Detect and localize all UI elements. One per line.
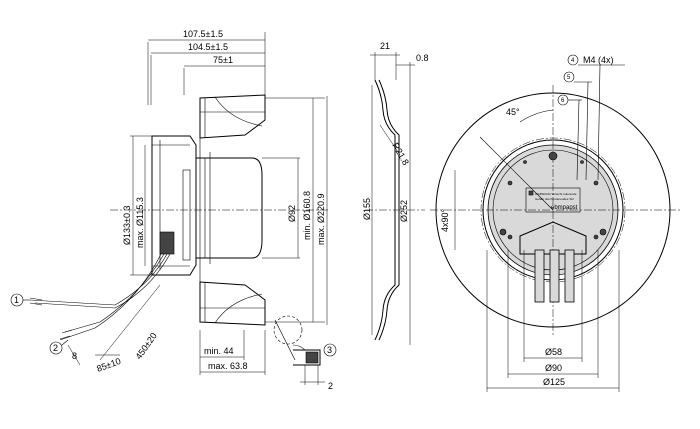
- dim-75: 75±1: [213, 55, 233, 65]
- dim-d90: Ø90: [545, 363, 562, 373]
- dim-2: 2: [328, 381, 333, 391]
- callout-4: [567, 54, 579, 66]
- dim-21: 21: [380, 41, 390, 51]
- brand-logo: ebmpapst: [551, 205, 578, 211]
- dim-d115: max. Ø115.3: [135, 197, 145, 248]
- callout-3: [323, 343, 337, 357]
- callout-1-label: 1: [14, 295, 19, 305]
- dim-107-5: 107.5±1.5: [183, 29, 223, 39]
- dim-45deg: 45°: [506, 107, 520, 117]
- label-warning-2: Gefahr durch rotierendes Teil: [535, 197, 574, 201]
- profile-view: 21 0.8 Ø155 Ø252 R21.8: [362, 41, 429, 345]
- dim-d133: Ø133±0.3: [122, 206, 132, 245]
- side-view: 107.5±1.5 104.5±1.5 75±1 Ø133±0.3 max.: [10, 29, 337, 391]
- dim-m4: M4 (4x): [583, 55, 614, 65]
- callout-2: [49, 341, 63, 355]
- dim-strip-8: 8: [72, 351, 77, 361]
- dim-max-63-8: max. 63.8: [208, 361, 248, 371]
- dim-d58: Ø58: [545, 347, 562, 357]
- callout-3-label: 3: [327, 345, 332, 355]
- label-plate: [525, 187, 581, 213]
- dim-r21-8: R21.8: [390, 141, 411, 167]
- callout-2-label: 2: [53, 343, 58, 353]
- dim-d92: Ø92: [287, 205, 297, 222]
- dim-d220: max. Ø220.9: [316, 193, 326, 245]
- label-warning-1: WARNUNG Vorsicht rotierende: [535, 192, 577, 196]
- dim-104-5: 104.5±1.5: [188, 42, 228, 52]
- dim-4x90: 4x90°: [440, 208, 450, 232]
- dim-d125: Ø125: [543, 377, 565, 387]
- dim-min-44: min. 44: [204, 346, 234, 356]
- dim-0-8: 0.8: [416, 53, 429, 63]
- dim-d160: min. Ø160.8: [302, 191, 312, 240]
- front-view: WARNUNG Vorsicht rotierende Gefahr durch…: [430, 54, 680, 392]
- dim-d155: Ø155: [362, 198, 372, 220]
- callout-6-label: 6: [561, 98, 565, 104]
- callout-5: [563, 71, 575, 83]
- dim-d252: Ø252: [399, 200, 409, 222]
- dim-cable-450: 450±20: [133, 331, 158, 361]
- detail-circle: [273, 315, 303, 345]
- callout-4-label: 4: [571, 58, 575, 64]
- callout-5-label: 5: [567, 75, 571, 81]
- dim-strip-85: 85±10: [95, 356, 122, 374]
